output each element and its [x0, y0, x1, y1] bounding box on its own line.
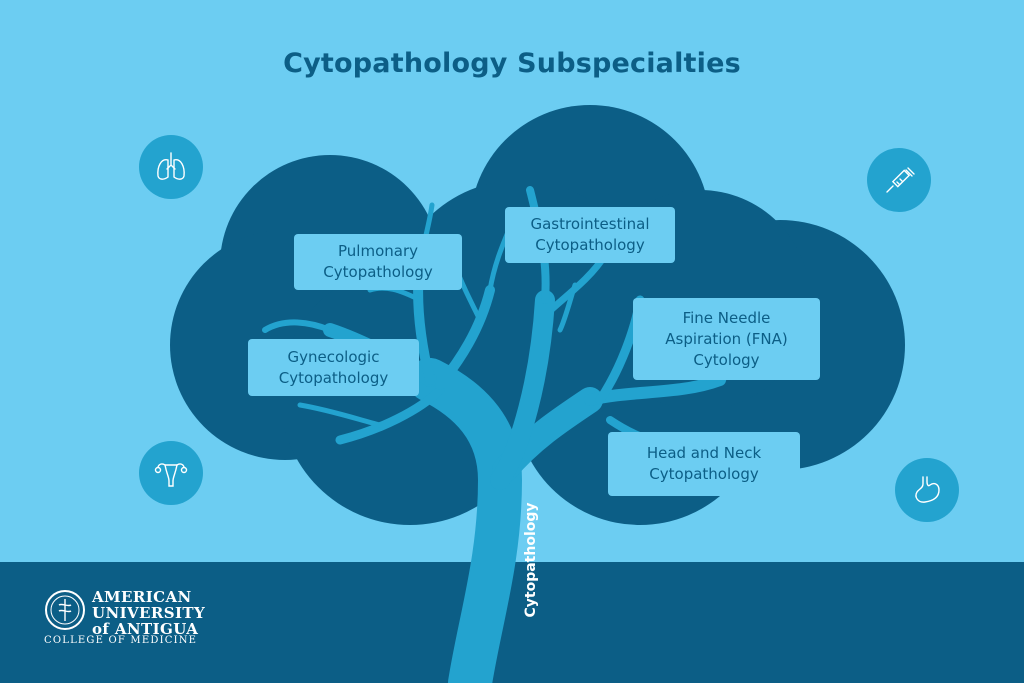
- branch-label-fna: Fine Needle Aspiration (FNA) Cytology: [633, 298, 820, 380]
- syringe-icon: [867, 148, 931, 212]
- logo-text-line-3: of ANTIGUA: [92, 620, 199, 638]
- university-seal-icon: [45, 590, 85, 630]
- logo-text-line-1: AMERICAN: [92, 588, 192, 606]
- page-title: Cytopathology Subspecialties: [283, 48, 741, 79]
- trunk-label: Cytopathology: [523, 502, 539, 618]
- branch-label-pulmonary: Pulmonary Cytopathology: [294, 234, 462, 290]
- uterus-icon: [139, 441, 203, 505]
- lungs-icon: [139, 135, 203, 199]
- logo-text-line-4: COLLEGE OF MEDICINE: [44, 635, 198, 646]
- branch-label-gynecologic: Gynecologic Cytopathology: [248, 339, 419, 396]
- stomach-icon: [895, 458, 959, 522]
- logo-text-line-2: UNIVERSITY: [92, 604, 206, 622]
- branch-label-gastrointestinal: Gastrointestinal Cytopathology: [505, 207, 675, 263]
- university-logo: AMERICAN UNIVERSITY of ANTIGUA COLLEGE O…: [44, 587, 244, 647]
- branch-label-head-neck: Head and Neck Cytopathology: [608, 432, 800, 496]
